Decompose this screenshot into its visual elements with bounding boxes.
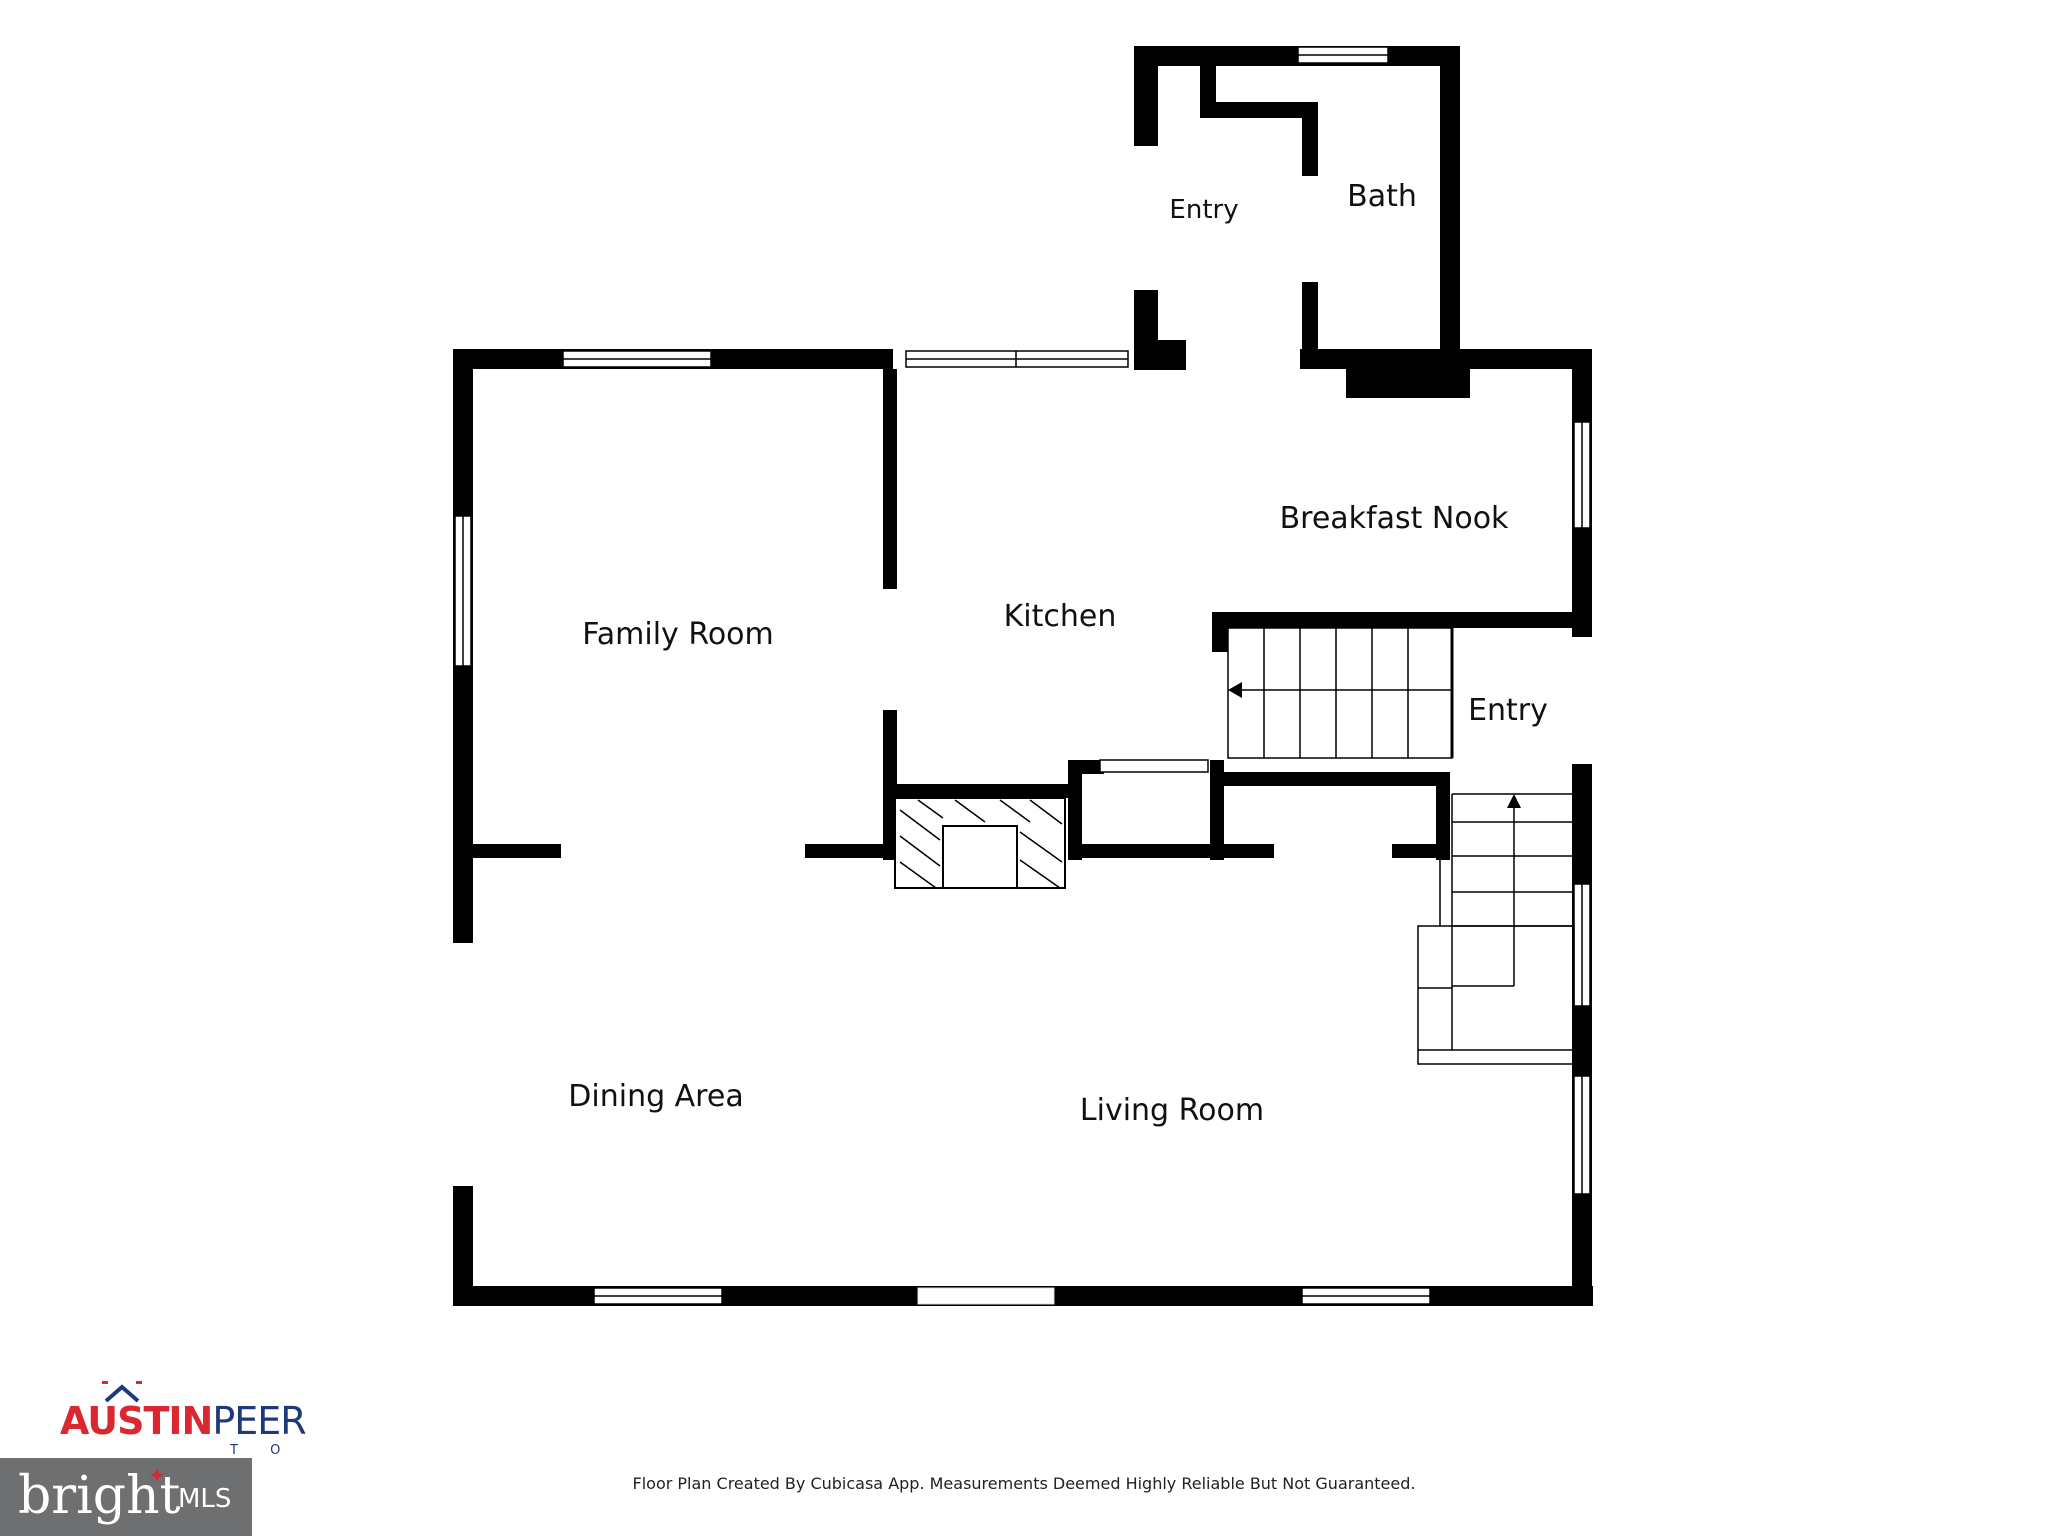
stairs-lower-arrow bbox=[1507, 794, 1521, 808]
label-entry-top: Entry bbox=[1169, 195, 1238, 225]
logo-subtitle: T O bbox=[230, 1443, 295, 1458]
label-entry-side: Entry bbox=[1468, 693, 1548, 728]
front-door-gap bbox=[917, 1287, 1055, 1305]
house-roof-icon bbox=[102, 1381, 142, 1403]
logo-name-part2: PEER bbox=[212, 1399, 306, 1443]
windows bbox=[454, 46, 1591, 1305]
label-dining-area: Dining Area bbox=[568, 1079, 743, 1114]
label-kitchen: Kitchen bbox=[1004, 599, 1117, 634]
label-family-room: Family Room bbox=[582, 617, 774, 652]
mls-label: MLS bbox=[178, 1484, 232, 1514]
stairs-upper bbox=[1227, 627, 1454, 759]
closet-door bbox=[1099, 759, 1209, 773]
logo-name-part1: AUSTIN bbox=[60, 1399, 213, 1443]
logo-wordmark: AUSTINPEER bbox=[60, 1399, 307, 1443]
label-breakfast-nook: Breakfast Nook bbox=[1280, 501, 1509, 536]
stairs-lower bbox=[1417, 793, 1575, 1065]
spark-icon bbox=[150, 1468, 164, 1482]
label-bath: Bath bbox=[1347, 179, 1417, 214]
stairs-upper-arrow bbox=[1228, 682, 1242, 698]
footer-disclaimer: Floor Plan Created By Cubicasa App. Meas… bbox=[632, 1474, 1416, 1493]
exterior-walls bbox=[453, 46, 1593, 1306]
austin-peer-logo: AUSTINPEER T O bbox=[60, 1381, 350, 1458]
label-living-room: Living Room bbox=[1080, 1093, 1264, 1128]
room-labels: Entry Bath Breakfast Nook Kitchen Family… bbox=[568, 179, 1548, 1128]
bright-mls-badge: bright MLS bbox=[0, 1458, 252, 1536]
fireplace bbox=[894, 797, 1066, 889]
